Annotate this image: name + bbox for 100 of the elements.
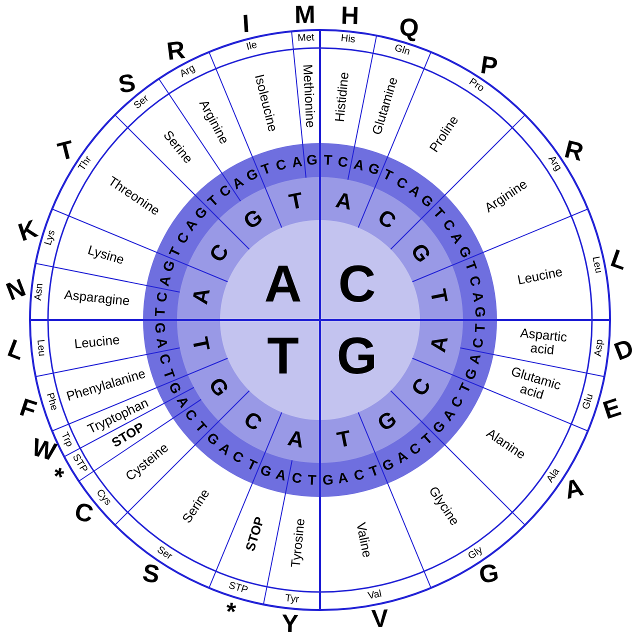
nucleotide-letter: G [336,330,378,384]
one-letter-code: I [242,14,250,34]
codon-letter: A [156,274,174,288]
codon-letter: G [322,472,334,488]
codon-letter: T [462,260,479,273]
amino-acid-name: Glutamic acid [500,362,568,408]
codon-letter: G [380,456,396,474]
codon-letter: T [308,472,317,488]
codon-letter: G [205,374,234,401]
amino-acid-name: Aspartic acid [510,325,576,359]
one-letter-code: D [612,337,636,362]
amino-acid-abbreviation: Arg [178,64,197,80]
one-letter-code: G [478,562,501,585]
amino-acid-abbreviation: Glu [582,392,596,411]
one-letter-code: A [562,478,585,502]
one-letter-code: E [600,396,623,421]
codon-letter: G [152,322,168,334]
one-letter-code: V [370,608,388,630]
codon-letter: T [188,334,214,352]
one-letter-code: L [6,338,28,362]
codon-letter: C [154,290,170,303]
codon-letter: T [244,456,259,474]
amino-acid-abbreviation: Ala [545,467,562,486]
codon-letter: G [406,239,435,266]
codon-letter: G [160,258,178,274]
one-letter-code: Y [282,613,299,634]
one-letter-code: * [226,602,238,622]
one-letter-code: S [116,72,136,96]
codon-letter: T [472,323,488,332]
amino-acid-abbreviation: STP [69,453,88,476]
amino-acid-abbreviation: Arg [544,154,562,174]
codon-letter: T [334,426,352,452]
one-letter-code: P [480,55,500,78]
codon-letter: G [366,160,382,178]
codon-letter: A [286,426,306,452]
amino-acid-abbreviation: Phe [43,392,59,412]
amino-acid-name: Leucine [516,265,564,288]
one-letter-code: C [73,502,96,526]
codon-letter: C [406,374,435,400]
codon-letter: A [426,334,452,354]
codon-letter: G [239,205,266,234]
one-letter-code: K [16,219,40,244]
codon-letter: C [240,406,266,435]
codon-letter: G [462,366,480,382]
one-letter-code: T [56,139,76,162]
codon-letter: T [367,462,380,479]
nucleotide-letter: T [267,330,299,384]
codon-letter: T [160,367,178,380]
amino-acid-abbreviation: His [340,34,356,46]
amino-acid-name: Leucine [74,332,120,351]
codon-letter: A [470,290,486,303]
amino-acid-abbreviation: Gln [392,44,411,58]
amino-acid-name: Tyrosine [288,518,308,568]
codon-letter: A [466,352,484,366]
codon-letter: C [352,466,366,484]
amino-acid-name: STOP [243,516,267,554]
codon-letter: A [337,470,350,486]
codon-letter: A [334,188,354,214]
codon-letter: T [288,188,306,214]
codon-letter: A [154,337,170,350]
one-letter-code: * [51,466,66,488]
one-letter-code: R [562,138,585,162]
one-letter-code: H [340,6,360,27]
codon-letter: C [290,470,303,486]
codon-letter: G [472,306,488,318]
one-letter-code: S [140,562,160,585]
amino-acid-name: Asparagine [64,288,130,308]
amino-acid-abbreviation: Leu [34,338,46,356]
codon-letter: T [260,160,273,178]
codon-letter: C [205,240,234,266]
one-letter-code: W [30,438,58,464]
codon-letter: C [466,274,484,288]
codon-letter: G [456,244,474,260]
codon-letter: A [352,156,366,174]
nucleotide-letter: C [338,258,376,312]
amino-acid-name: Isoleucine [252,72,280,133]
amino-acid-name: Methionine [300,64,318,128]
codon-letter: T [456,381,474,396]
codon-letter: A [274,466,288,484]
codon-letter: G [306,152,318,168]
codon-letter: A [290,154,303,170]
one-letter-code: R [166,40,186,62]
codon-letter: A [188,286,214,306]
codon-letter: C [274,156,288,174]
codon-letter: T [166,244,184,259]
amino-acid-abbreviation: Cys [93,488,112,508]
amino-acid-abbreviation: Asn [34,283,46,302]
amino-acid-abbreviation: Tyr [285,594,300,606]
codon-letter: T [381,166,396,184]
codon-letter: G [258,462,274,480]
codon-letter: T [323,152,332,168]
one-letter-code: Q [398,17,419,39]
codon-letter: C [156,352,174,366]
amino-acid-abbreviation: Val [367,589,383,602]
one-letter-code: F [18,396,39,420]
amino-acid-abbreviation: Pro [466,78,486,96]
amino-acid-abbreviation: Met [298,34,315,45]
amino-acid-name: Histidine [332,72,352,123]
amino-acid-abbreviation: Trp [58,431,74,449]
amino-acid-abbreviation: Gly [466,545,486,562]
